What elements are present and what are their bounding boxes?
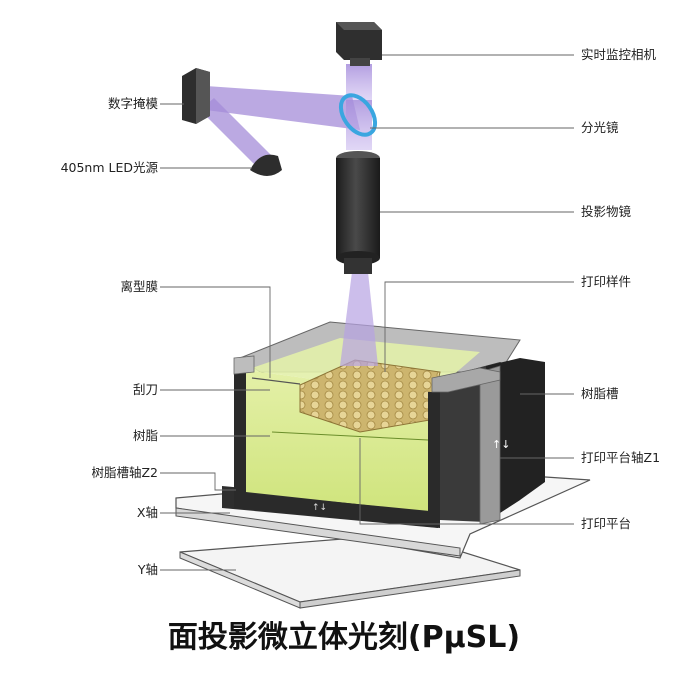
projection-lens bbox=[336, 151, 380, 274]
label-printed-part: 打印样件 bbox=[581, 274, 632, 289]
label-lens: 投影物镜 bbox=[581, 204, 632, 219]
leader-lines bbox=[160, 54, 574, 571]
label-y-axis: Y轴 bbox=[137, 562, 158, 577]
label-tank-axis: 树脂槽轴Z2 bbox=[91, 465, 158, 480]
label-led: 405nm LED光源 bbox=[60, 160, 158, 175]
led-source bbox=[250, 154, 282, 176]
z1-arrows: ↑↓ bbox=[492, 438, 510, 451]
z2-arrows: ↑↓ bbox=[312, 503, 327, 513]
label-resin-tank: 树脂槽 bbox=[581, 386, 619, 401]
label-dmd: 数字掩模 bbox=[107, 96, 158, 111]
label-splitter: 分光镜 bbox=[581, 120, 619, 135]
label-x-axis: X轴 bbox=[136, 505, 158, 520]
platform-z1-column bbox=[431, 358, 545, 525]
light-path bbox=[200, 64, 378, 366]
beam-splitter bbox=[338, 93, 378, 137]
label-camera: 实时监控相机 bbox=[581, 47, 657, 62]
camera bbox=[336, 22, 382, 66]
label-release-film: 离型膜 bbox=[120, 279, 158, 294]
y-axis-stage bbox=[179, 533, 521, 609]
label-platform: 打印平台 bbox=[581, 516, 632, 531]
z1-arrow-marks: ↑↓ bbox=[492, 438, 510, 451]
label-resin: 树脂 bbox=[132, 428, 158, 443]
digital-mask bbox=[182, 68, 210, 124]
label-scraper: 刮刀 bbox=[132, 382, 158, 397]
resin-tank bbox=[233, 321, 521, 528]
z2-arrow-marks: ↑↓ bbox=[312, 503, 327, 513]
label-platform-axis: 打印平台轴Z1 bbox=[581, 450, 661, 465]
diagram-title: 面投影微立体光刻(PµSL) bbox=[167, 620, 521, 655]
